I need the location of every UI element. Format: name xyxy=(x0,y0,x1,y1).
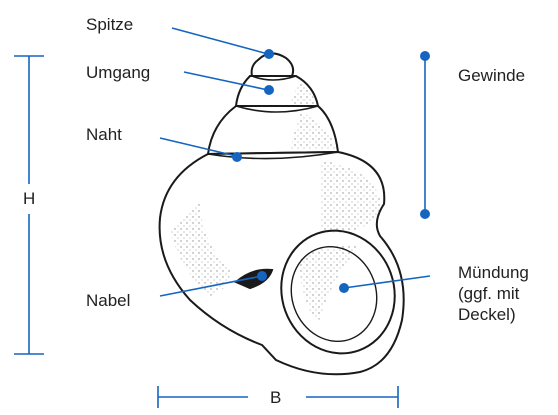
label-aperture: Mündung (ggf. mit Deckel) xyxy=(458,262,558,325)
label-width: B xyxy=(270,387,281,408)
label-umbilicus: Nabel xyxy=(86,290,130,311)
apex-leader xyxy=(172,28,268,54)
umbilicus-dot xyxy=(257,271,267,281)
whorl-dot xyxy=(264,85,274,95)
label-spire: Gewinde xyxy=(458,65,525,86)
label-whorl: Umgang xyxy=(86,62,150,83)
suture-dot xyxy=(232,152,242,162)
label-aperture-line-3: Deckel) xyxy=(458,304,558,325)
spire-bottom-dot xyxy=(420,209,430,219)
aperture-dot xyxy=(339,283,349,293)
label-apex: Spitze xyxy=(86,14,133,35)
apex-dot xyxy=(264,49,274,59)
label-aperture-line-2: (ggf. mit xyxy=(458,283,558,304)
label-suture: Naht xyxy=(86,124,122,145)
label-height: H xyxy=(23,188,35,209)
label-aperture-line-1: Mündung xyxy=(458,262,558,283)
spire-top-dot xyxy=(420,51,430,61)
